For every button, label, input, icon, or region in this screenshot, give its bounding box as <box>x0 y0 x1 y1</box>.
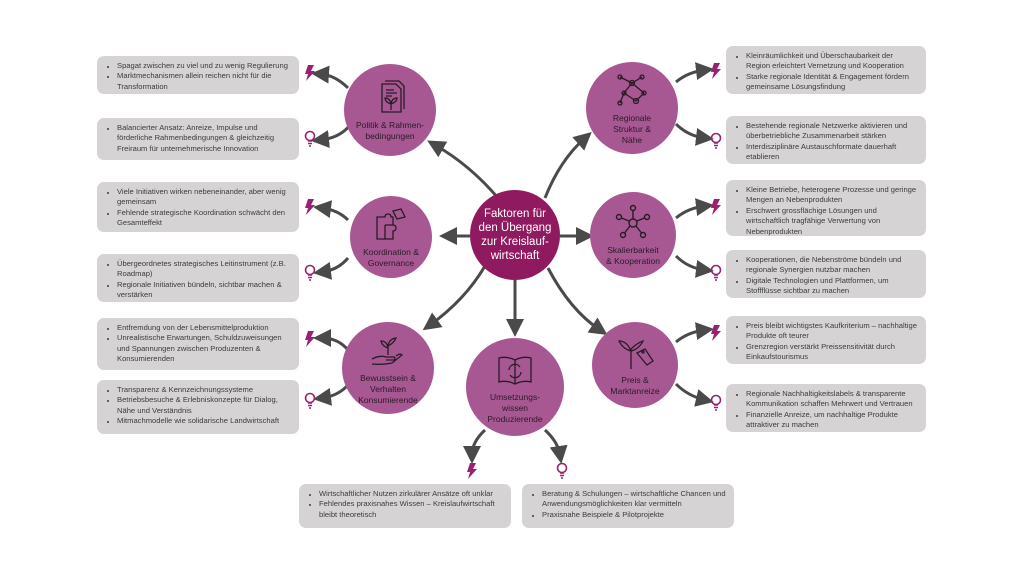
node-label: Regionale Struktur & Nähe <box>612 112 652 145</box>
challenge-box-politik: Spagat zwischen zu viel und zu wenig Reg… <box>97 56 299 94</box>
arrow-preis-solution <box>674 382 714 407</box>
arrow-to-regionale <box>543 132 592 199</box>
solution-box-politik: Balancierter Ansatz: Anreize, Impulse un… <box>97 118 299 160</box>
list-item: Erschwert grossflächige Lösungen und wir… <box>746 206 918 237</box>
list-item: Starke regionale Identität & Engagement … <box>746 72 918 93</box>
list-item: Unrealistische Erwartungen, Schuldzuweis… <box>117 333 291 364</box>
arrow-preis-challenge <box>675 322 714 344</box>
hub-network-icon <box>615 204 651 239</box>
list-item: Kleine Betriebe, heterogene Prozesse und… <box>746 185 918 206</box>
node-label: Skalierbarkeit & Kooperation <box>606 245 660 266</box>
lightbulb-icon <box>710 132 722 149</box>
arrow-bewusstsein-challenge <box>313 329 350 351</box>
list-item: Bestehende regionale Netzwerke aktiviere… <box>746 121 918 142</box>
lightning-icon <box>305 331 315 347</box>
arrow-skalierbarkeit-solution <box>674 254 714 278</box>
list-item: Mitmachmodelle wie solidarische Landwirt… <box>117 416 291 426</box>
solution-box-koordination: Übergeordnetes strategisches Leitinstrum… <box>97 254 299 302</box>
node-label: Umsetzungs- wissen Produzierende <box>487 391 543 424</box>
node-preis[interactable]: Preis & Marktanreize <box>592 322 678 408</box>
challenge-box-preis: Preis bleibt wichtigstes Kaufkriterium –… <box>726 316 926 364</box>
arrow-koordination-solution <box>313 257 350 280</box>
node-politik[interactable]: Politik & Rahmen- bedingungen <box>344 64 436 156</box>
lightbulb-icon <box>304 130 316 147</box>
arrow-bewusstsein-solution <box>313 383 350 406</box>
arrow-skalierbarkeit-challenge <box>675 198 714 220</box>
solution-box-regionale: Bestehende regionale Netzwerke aktiviere… <box>726 116 926 164</box>
lightning-icon <box>711 199 721 215</box>
solution-box-bewusstsein: Transparenz & KennzeichnungssystemeBetri… <box>97 380 299 434</box>
lightbulb-icon <box>556 462 568 479</box>
list-item: Transparenz & Kennzeichnungssysteme <box>117 385 291 395</box>
list-item: Preis bleibt wichtigstes Kaufkriterium –… <box>746 321 918 342</box>
lightbulb-icon <box>304 392 316 409</box>
challenge-box-regionale: Kleinräumlichkeit und Überschaubarkeit d… <box>726 46 926 94</box>
list-item: Regionale Initiativen bündeln, sichtbar … <box>117 280 291 301</box>
node-koordination[interactable]: Koordination & Governance <box>350 196 432 278</box>
list-item: Digitale Technologien und Plattformen, u… <box>746 276 918 297</box>
challenge-box-skalierbarkeit: Kleine Betriebe, heterogene Prozesse und… <box>726 180 926 236</box>
lightbulb-icon <box>710 394 722 411</box>
list-item: Betriebsbesuche & Erlebniskonzepte für D… <box>117 395 291 416</box>
node-label: Koordination & Governance <box>363 247 419 268</box>
lightbulb-icon <box>710 264 722 281</box>
arrow-regionale-challenge <box>675 62 714 84</box>
book-cycle-icon <box>498 356 532 385</box>
challenge-box-bewusstsein: Entfremdung von der Lebensmittelprodukti… <box>97 318 299 370</box>
lightning-icon <box>305 65 315 81</box>
node-label: Preis & Marktanreize <box>610 375 660 396</box>
arrow-to-preis <box>546 267 608 335</box>
lightning-icon <box>467 463 477 479</box>
center-node: Faktoren für den Übergang zur Kreislauf-… <box>470 190 560 280</box>
arrow-politik-challenge <box>311 65 350 90</box>
arrow-to-politik <box>427 140 500 199</box>
list-item: Beratung & Schulungen – wirtschaftliche … <box>542 489 726 510</box>
node-bewusstsein[interactable]: Bewusstsein & Verhalten Konsumierende <box>342 322 434 414</box>
arrow-umsetzung-challenge <box>463 428 487 464</box>
list-item: Fehlendes praxisnahes Wissen – Kreislauf… <box>319 499 503 520</box>
center-label: Faktoren für den Übergang zur Kreislauf-… <box>478 208 552 262</box>
hand-plant-icon <box>371 336 403 365</box>
arrow-umsetzung-solution <box>543 428 568 464</box>
lightning-icon <box>305 199 315 215</box>
solution-box-umsetzung: Beratung & Schulungen – wirtschaftliche … <box>522 484 734 528</box>
list-item: Grenzregion verstärkt Preissensitivität … <box>746 342 918 363</box>
puzzle-icon <box>376 208 406 240</box>
network-map-icon <box>617 73 647 106</box>
plant-price-tag-icon <box>617 339 654 369</box>
arrow-regionale-solution <box>674 122 714 146</box>
list-item: Praxisnahe Beispiele & Pilotprojekte <box>542 510 726 520</box>
node-label: Bewusstsein & Verhalten Konsumierende <box>358 372 418 405</box>
node-regionale[interactable]: Regionale Struktur & Nähe <box>586 62 678 154</box>
list-item: Interdisziplinäre Austauschformate dauer… <box>746 142 918 163</box>
list-item: Finanzielle Anreize, um nachhaltige Prod… <box>746 410 918 431</box>
solution-box-skalierbarkeit: Kooperationen, die Nebenströme bündeln u… <box>726 250 926 298</box>
lightning-icon <box>711 63 721 79</box>
challenge-box-koordination: Viele Initiativen wirken nebeneinander, … <box>97 182 299 232</box>
list-item: Wirtschaftlicher Nutzen zirkulärer Ansät… <box>319 489 503 499</box>
list-item: Kooperationen, die Nebenströme bündeln u… <box>746 255 918 276</box>
list-item: Fehlende strategische Koordination schwä… <box>117 208 291 229</box>
list-item: Spagat zwischen zu viel und zu wenig Reg… <box>117 61 291 71</box>
solution-box-preis: Regionale Nachhaltigkeitslabels & transp… <box>726 384 926 432</box>
lightning-icon <box>711 325 721 341</box>
node-skalierbarkeit[interactable]: Skalierbarkeit & Kooperation <box>590 192 676 278</box>
node-umsetzung[interactable]: Umsetzungs- wissen Produzierende <box>466 338 564 436</box>
document-plant-icon <box>381 80 405 113</box>
node-label: Politik & Rahmen- bedingungen <box>355 120 425 141</box>
arrow-politik-solution <box>311 124 352 149</box>
arrow-to-bewusstsein <box>422 265 487 331</box>
list-item: Balancierter Ansatz: Anreize, Impulse un… <box>117 123 291 154</box>
list-item: Marktmechanismen allein reichen nicht fü… <box>117 71 291 92</box>
list-item: Übergeordnetes strategisches Leitinstrum… <box>117 259 291 280</box>
list-item: Viele Initiativen wirken nebeneinander, … <box>117 187 291 208</box>
arrow-koordination-challenge <box>313 200 350 222</box>
list-item: Entfremdung von der Lebensmittelprodukti… <box>117 323 291 333</box>
list-item: Regionale Nachhaltigkeitslabels & transp… <box>746 389 918 410</box>
list-item: Kleinräumlichkeit und Überschaubarkeit d… <box>746 51 918 72</box>
challenge-box-umsetzung: Wirtschaftlicher Nutzen zirkulärer Ansät… <box>299 484 511 528</box>
lightbulb-icon <box>304 264 316 281</box>
